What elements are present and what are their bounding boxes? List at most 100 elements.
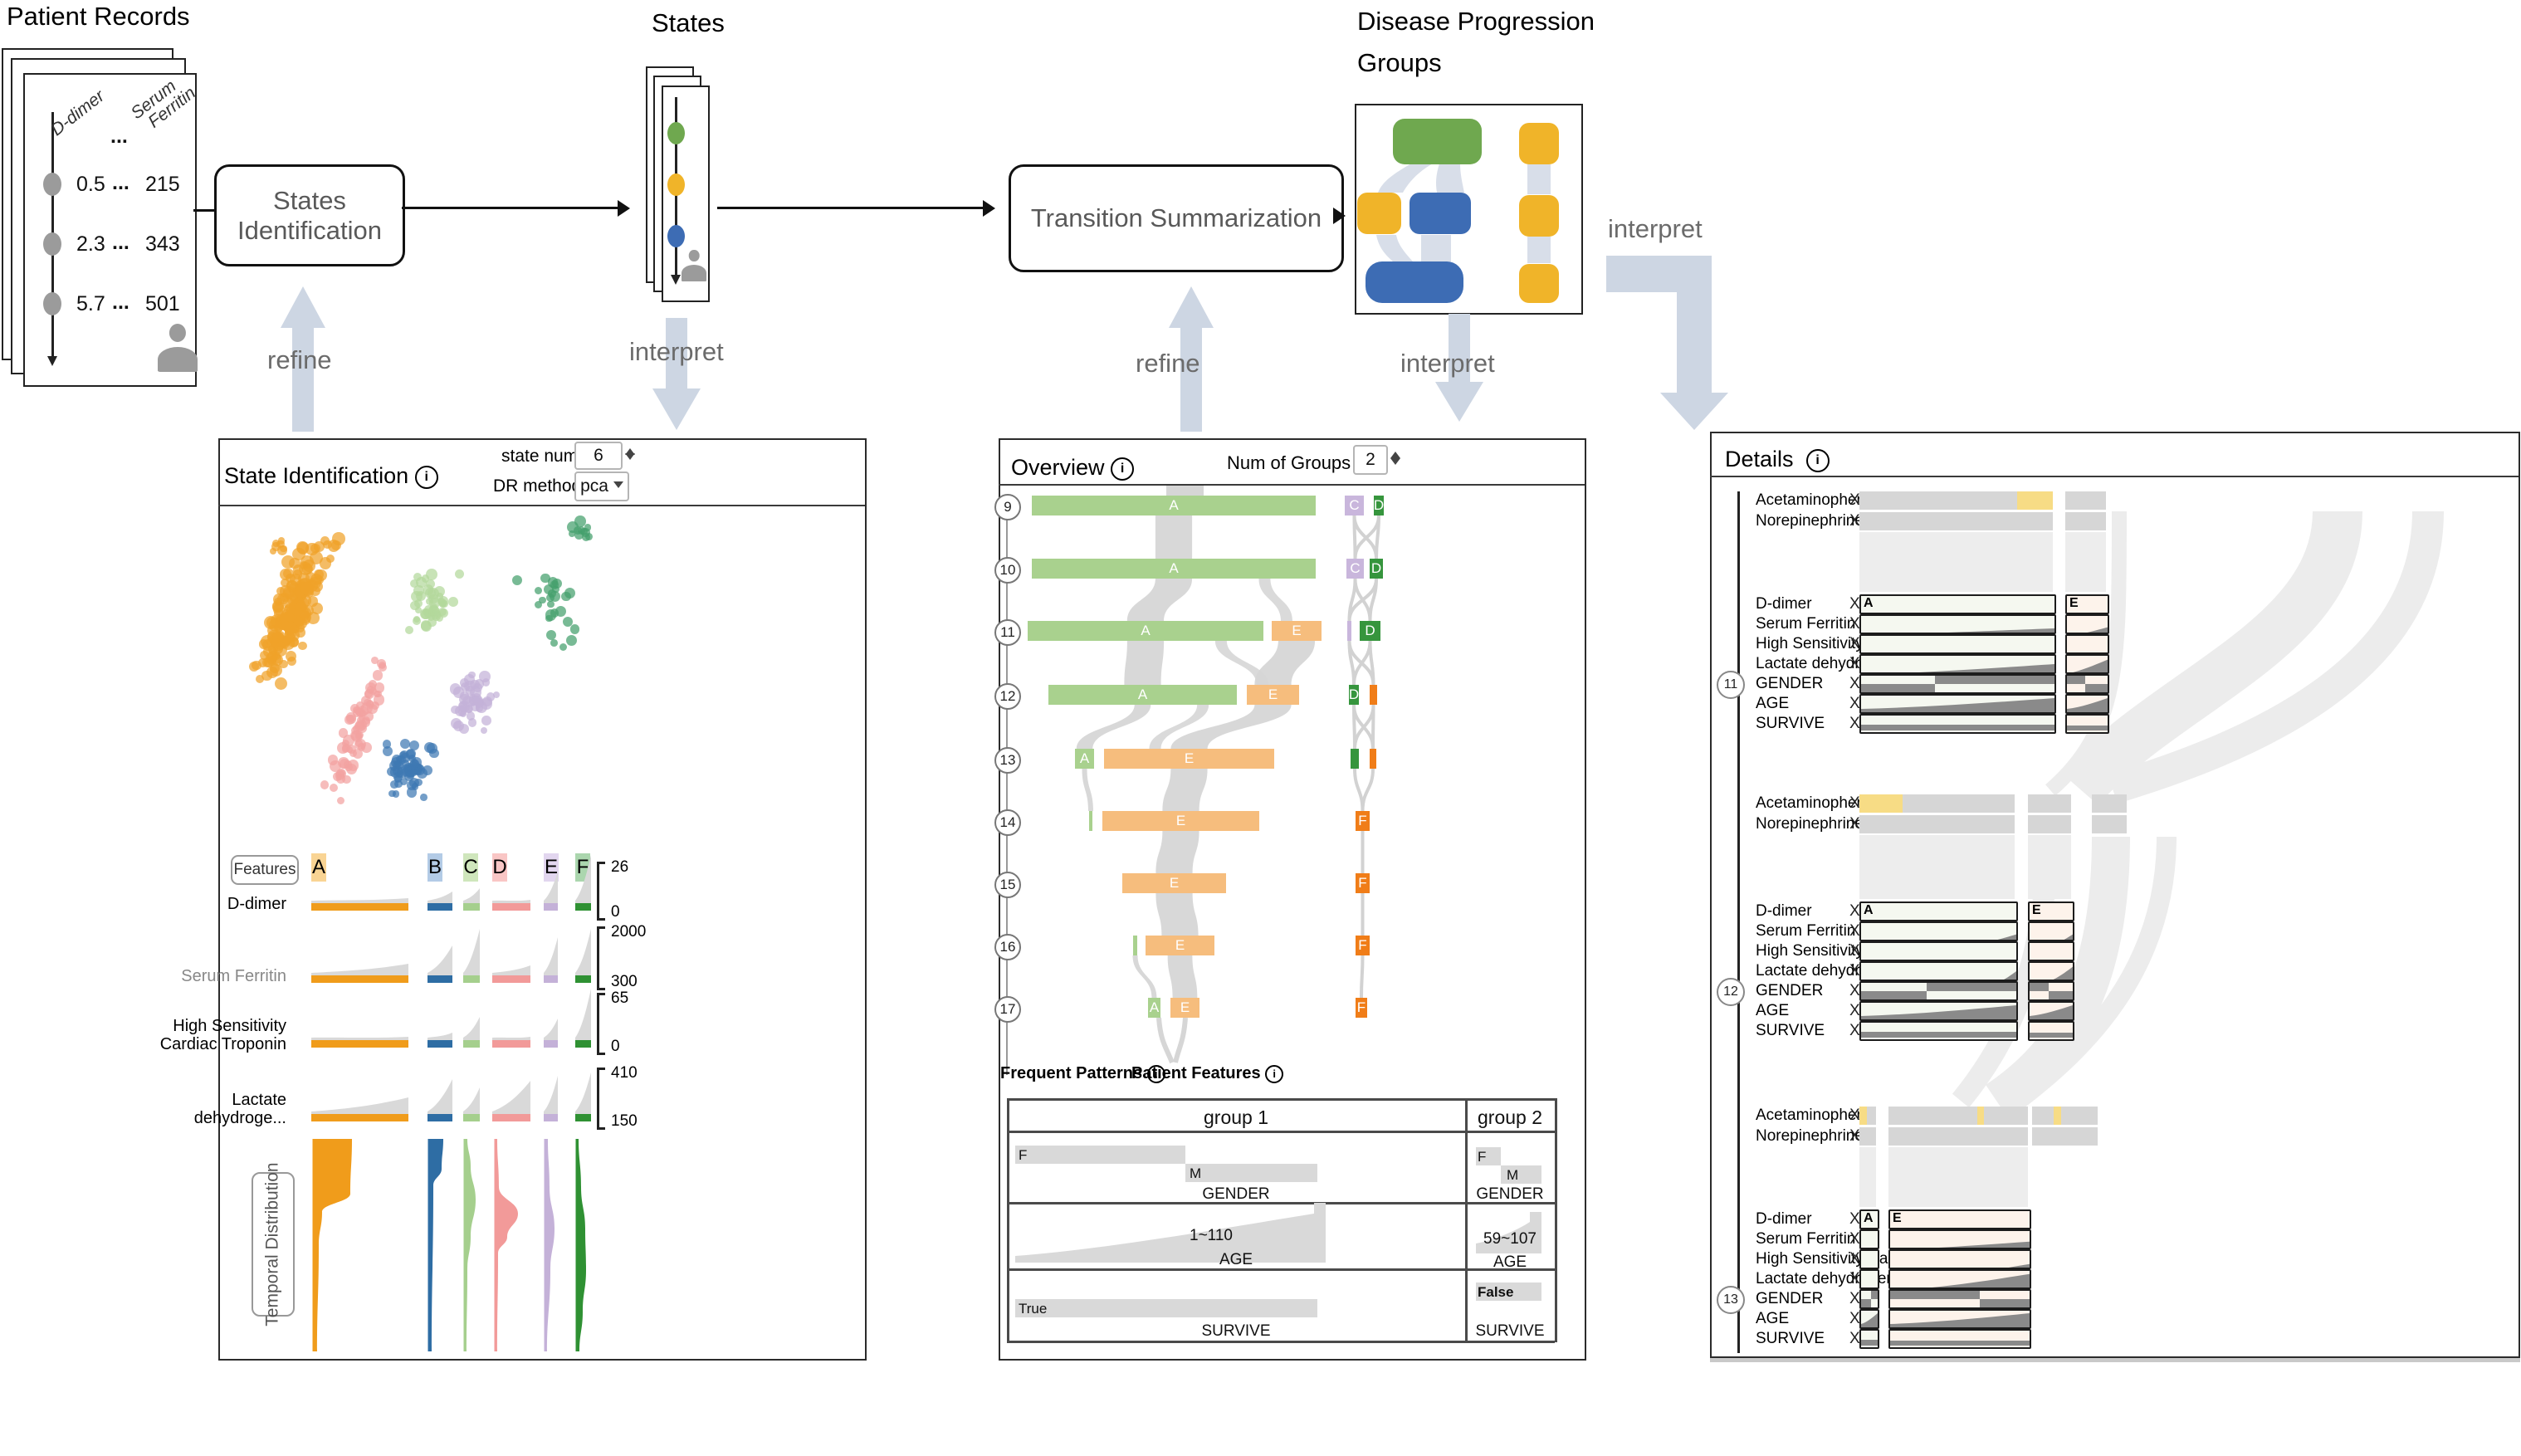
exclude-feature-x[interactable]: X (1849, 695, 1860, 712)
exclude-feature-x[interactable]: X (1849, 1230, 1860, 1248)
spin-up-icon[interactable] (625, 443, 635, 455)
exclude-feature-x[interactable]: X (1849, 962, 1860, 980)
scatter-dot (428, 594, 438, 604)
exclude-feature-x[interactable]: X (1849, 815, 1860, 833)
state-bar-E[interactable]: E (1146, 936, 1214, 955)
exclude-feature-x[interactable]: X (1849, 902, 1860, 920)
exclude-feature-x[interactable]: X (1849, 595, 1860, 613)
age-svg (1861, 1005, 2016, 1019)
info-icon[interactable] (1805, 448, 1830, 472)
temporal-violin-E (545, 1139, 555, 1351)
exclude-feature-x[interactable]: X (1849, 1290, 1860, 1307)
spin-down-icon[interactable] (625, 453, 635, 465)
drug-timeline-bar (1867, 1107, 1876, 1125)
scatter-dot (287, 594, 299, 605)
exclude-feature-x[interactable]: X (1849, 1022, 1860, 1039)
state-bar-A[interactable] (1133, 936, 1137, 955)
features-button[interactable]: Features (231, 855, 299, 885)
state-chip-E[interactable]: E (544, 853, 559, 882)
exclude-feature-x[interactable]: X (1849, 1250, 1860, 1268)
state-bar-C[interactable] (1347, 621, 1351, 641)
state-bar-F[interactable]: F (1356, 998, 1367, 1018)
age-range-g2: 59~107 (1483, 1230, 1537, 1248)
groups-title-line1: Disease Progression (1357, 7, 1595, 36)
scatter-dot (413, 599, 423, 608)
scatter-dot (281, 555, 295, 569)
state-num-input[interactable]: 6 (574, 442, 623, 470)
state-bar-D[interactable]: D (1374, 496, 1384, 515)
exclude-feature-x[interactable]: X (1849, 635, 1860, 652)
state-chip-C[interactable]: C (463, 853, 478, 882)
scatter-dot (387, 767, 397, 776)
feature-dist-box-A (1859, 674, 2056, 694)
exclude-feature-x[interactable]: X (1849, 1270, 1860, 1287)
header-divider (1710, 476, 2519, 477)
state-bar-A[interactable]: A (1075, 749, 1094, 769)
scatter-dot (300, 582, 314, 595)
feature-bar-E (544, 1040, 558, 1048)
exclude-feature-x[interactable]: X (1849, 942, 1860, 960)
state-bar-C[interactable]: C (1346, 559, 1364, 579)
drug-timeline-bar (2065, 491, 2106, 510)
state-chip-D[interactable]: D (492, 853, 507, 882)
state-bar-F[interactable] (1370, 749, 1376, 769)
projection-scatterplot[interactable] (220, 506, 862, 851)
state-bar-D[interactable]: D (1370, 559, 1383, 579)
exclude-feature-x[interactable]: X (1849, 794, 1860, 812)
state-bar-E[interactable]: E (1122, 873, 1226, 893)
exclude-feature-x[interactable]: X (1849, 655, 1860, 672)
state-bar-A[interactable]: A (1032, 496, 1316, 515)
exclude-feature-x[interactable]: X (1849, 1002, 1860, 1019)
state-bar-E[interactable]: E (1247, 685, 1299, 705)
state-bar-E[interactable]: E (1272, 621, 1322, 641)
exclude-feature-x[interactable]: X (1849, 615, 1860, 633)
exclude-feature-x[interactable]: X (1849, 1330, 1860, 1347)
exclude-feature-x[interactable]: X (1849, 982, 1860, 999)
state-bar-F[interactable] (1370, 685, 1377, 705)
exclude-feature-x[interactable]: X (1849, 1127, 1860, 1145)
num-groups-input[interactable]: 2 (1353, 445, 1388, 475)
exclude-feature-x[interactable]: X (1849, 1107, 1860, 1124)
exclude-feature-x[interactable]: X (1849, 1210, 1860, 1228)
spin-down-icon[interactable] (1390, 458, 1400, 470)
state-bar-F[interactable]: F (1356, 873, 1370, 893)
state-num-spinner[interactable] (623, 442, 638, 467)
state-bar-C[interactable]: C (1345, 496, 1364, 515)
state-bar-E[interactable]: E (1170, 998, 1199, 1018)
exclude-feature-x[interactable]: X (1849, 715, 1860, 732)
state-chip-A[interactable]: A (311, 853, 326, 882)
spin-up-icon[interactable] (1390, 447, 1400, 458)
state-bar-D[interactable] (1351, 749, 1359, 769)
drug-timeline-bar (1888, 1107, 1977, 1125)
state-chip-B[interactable]: B (427, 853, 442, 882)
info-icon[interactable] (1265, 1064, 1284, 1083)
state-bar-F[interactable]: F (1356, 811, 1370, 831)
feature-dist-box-E (2028, 1021, 2074, 1041)
exclude-feature-x[interactable]: X (1849, 675, 1860, 692)
state-bar-A[interactable]: A (1048, 685, 1237, 705)
dr-method-select[interactable]: pca (574, 471, 629, 501)
state-bar-A[interactable]: A (1148, 998, 1160, 1018)
info-icon[interactable] (1146, 1064, 1165, 1083)
state-bar-D[interactable]: D (1349, 685, 1359, 705)
state-bar-A[interactable]: A (1032, 559, 1316, 579)
table-border (1007, 1202, 1555, 1204)
exclude-feature-x[interactable]: X (1849, 1310, 1860, 1327)
flow-ribbon-E (1155, 831, 1199, 873)
feature-dist-box-E (2065, 654, 2109, 674)
groups-flow-bands (1376, 164, 1551, 263)
state-bar-D[interactable]: D (1360, 621, 1380, 641)
state-bar-E[interactable]: E (1102, 811, 1259, 831)
info-icon[interactable] (414, 465, 438, 489)
exclude-feature-x[interactable]: X (1849, 922, 1860, 940)
state-bar-A[interactable]: A (1028, 621, 1263, 641)
exclude-feature-x[interactable]: X (1849, 512, 1860, 530)
state-letter-E: E (2069, 596, 2079, 610)
ramp-shape (1932, 1273, 2030, 1287)
exclude-feature-x[interactable]: X (1849, 491, 1860, 509)
state-bar-A[interactable] (1089, 811, 1092, 831)
state-bar-E[interactable]: E (1104, 749, 1274, 769)
info-icon[interactable] (1111, 457, 1135, 481)
num-groups-spinner[interactable] (1388, 445, 1403, 471)
state-bar-F[interactable]: F (1356, 936, 1370, 955)
